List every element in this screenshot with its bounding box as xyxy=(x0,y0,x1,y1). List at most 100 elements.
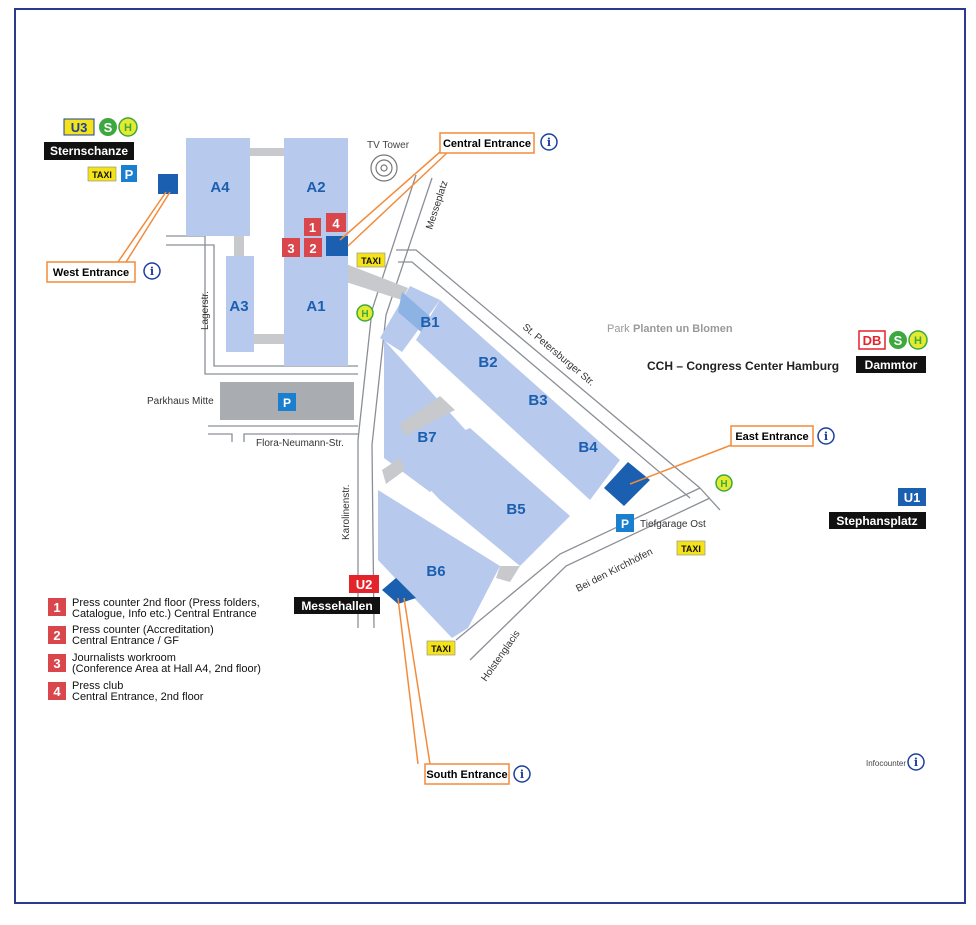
svg-text:H: H xyxy=(720,479,727,490)
hall-label: A4 xyxy=(210,179,230,196)
press-marker-1: 1 xyxy=(309,220,316,235)
info-icon xyxy=(817,427,835,445)
taxi-parking-west: TAXI P xyxy=(87,165,137,182)
svg-text:S: S xyxy=(104,120,113,135)
cch-label: CCH – Congress Center Hamburg xyxy=(647,359,839,373)
station-messehallen: U2 Messehallen xyxy=(294,575,380,614)
central-entrance-block xyxy=(326,236,348,256)
tv-tower: TV Tower xyxy=(367,140,410,182)
svg-text:i: i xyxy=(914,756,918,769)
hall-label: B4 xyxy=(578,439,598,456)
bus-icon xyxy=(715,474,733,492)
parkhaus-mitte-label: Parkhaus Mitte xyxy=(147,396,214,407)
legend-item-1-line1: Press counter 2nd floor (Press folders, xyxy=(72,597,260,609)
svg-text:S: S xyxy=(894,333,903,348)
svg-text:U1: U1 xyxy=(904,490,921,505)
taxi-icon xyxy=(356,252,386,268)
south-entrance-label: South Entrance xyxy=(426,769,507,781)
info-icon xyxy=(540,133,558,151)
messehallen-label: Messehallen xyxy=(301,599,372,613)
station-stephansplatz: U1 Stephansplatz xyxy=(829,488,926,529)
info-icon xyxy=(907,753,925,771)
tiefgarage-ost-label: Tiefgarage Ost xyxy=(640,519,706,530)
info-icon xyxy=(513,765,531,783)
entrance-blocks xyxy=(158,174,650,604)
legend-item-1-line2: Catalogue, Info etc.) Central Entrance xyxy=(72,608,257,620)
svg-text:TAXI: TAXI xyxy=(681,544,701,554)
u-bahn-icon xyxy=(898,488,926,506)
db-icon xyxy=(858,330,886,350)
street-flora-neumann: Flora-Neumann-Str. xyxy=(256,438,344,449)
legend-item-4-line1: Press club xyxy=(72,680,123,692)
park-label: Planten un Blomen xyxy=(633,323,733,335)
street-st-petersburger: St. Petersburger Str. xyxy=(520,322,596,389)
legend: 1 Press counter 2nd floor (Press folders… xyxy=(48,597,261,703)
sternschanze-label: Sternschanze xyxy=(50,144,128,158)
svg-text:H: H xyxy=(914,335,922,347)
east-entrance-label: East Entrance xyxy=(735,431,808,443)
svg-text:DB: DB xyxy=(863,333,882,348)
tiefgarage-ost: P Tiefgarage Ost xyxy=(616,514,706,532)
svg-text:i: i xyxy=(824,430,828,443)
hall-label: B1 xyxy=(420,314,439,331)
parkhaus-mitte: Parkhaus Mitte P xyxy=(147,393,296,411)
svg-text:2: 2 xyxy=(53,628,60,643)
street-karolinenstr: Karolinenstr. xyxy=(341,484,352,540)
svg-text:H: H xyxy=(361,309,368,320)
hall-label: B3 xyxy=(528,392,547,409)
legend-item-4-line2: Central Entrance, 2nd floor xyxy=(72,691,204,703)
info-icon xyxy=(143,262,161,280)
u-bahn-icon xyxy=(349,575,379,593)
roads xyxy=(166,148,721,661)
svg-text:U3: U3 xyxy=(71,120,88,135)
hall-label: B6 xyxy=(426,563,445,580)
infocounter-label: Infocounter xyxy=(866,759,906,768)
svg-text:TAXI: TAXI xyxy=(361,256,381,266)
hall-a3 xyxy=(186,138,250,236)
south-entrance[interactable]: South Entrance i xyxy=(397,597,531,785)
infocounter: Infocounter i xyxy=(866,753,925,771)
west-entrance[interactable]: West Entrance i xyxy=(46,191,171,283)
hall-label: A1 xyxy=(306,298,325,315)
street-holstenglacis: Holstenglacis xyxy=(479,629,522,684)
u-bahn-icon xyxy=(63,118,95,136)
legend-item-2-line2: Central Entrance / GF xyxy=(72,635,179,647)
parking-icon xyxy=(616,514,634,532)
bus-icon xyxy=(908,330,928,350)
svg-text:4: 4 xyxy=(53,684,61,699)
press-marker-4: 4 xyxy=(332,216,340,231)
hall-label: B5 xyxy=(506,501,525,518)
hall-b2-b3-b4 xyxy=(416,300,620,500)
press-marker-3: 3 xyxy=(287,241,294,256)
press-markers: 1 4 3 2 xyxy=(282,213,346,257)
hall-a2 xyxy=(226,256,254,352)
central-entrance-label: Central Entrance xyxy=(443,138,531,150)
hall-b5 xyxy=(400,428,570,566)
legend-item-3-line1: Journalists workroom xyxy=(72,652,176,664)
central-entrance[interactable]: Central Entrance i xyxy=(339,132,558,247)
bus-stops: H H xyxy=(356,304,733,492)
hall-label: A3 xyxy=(229,298,248,315)
svg-text:TAXI: TAXI xyxy=(431,644,451,654)
stephansplatz-label: Stephansplatz xyxy=(836,514,917,528)
south-entrance-block xyxy=(382,578,416,604)
parking-icon xyxy=(278,393,296,411)
svg-text:i: i xyxy=(520,768,524,781)
halls xyxy=(186,138,620,638)
hall-b6 xyxy=(378,490,500,638)
hall-label: B7 xyxy=(417,429,436,446)
svg-text:P: P xyxy=(125,167,134,182)
street-bei-den-kirchhoefen: Bei den Kirchhöfen xyxy=(574,547,654,595)
east-entrance-block xyxy=(604,462,650,506)
s-bahn-icon xyxy=(99,118,117,136)
west-entrance-label: West Entrance xyxy=(53,267,129,279)
s-bahn-icon xyxy=(889,331,907,349)
svg-text:3: 3 xyxy=(53,656,60,671)
street-lagerstr: Lagerstr. xyxy=(200,291,211,330)
svg-text:i: i xyxy=(150,265,154,278)
tv-tower-icon xyxy=(370,154,398,182)
taxi-markers: TAXI TAXI TAXI xyxy=(356,252,706,656)
east-entrance[interactable]: East Entrance i xyxy=(629,425,835,485)
svg-text:P: P xyxy=(621,517,629,531)
